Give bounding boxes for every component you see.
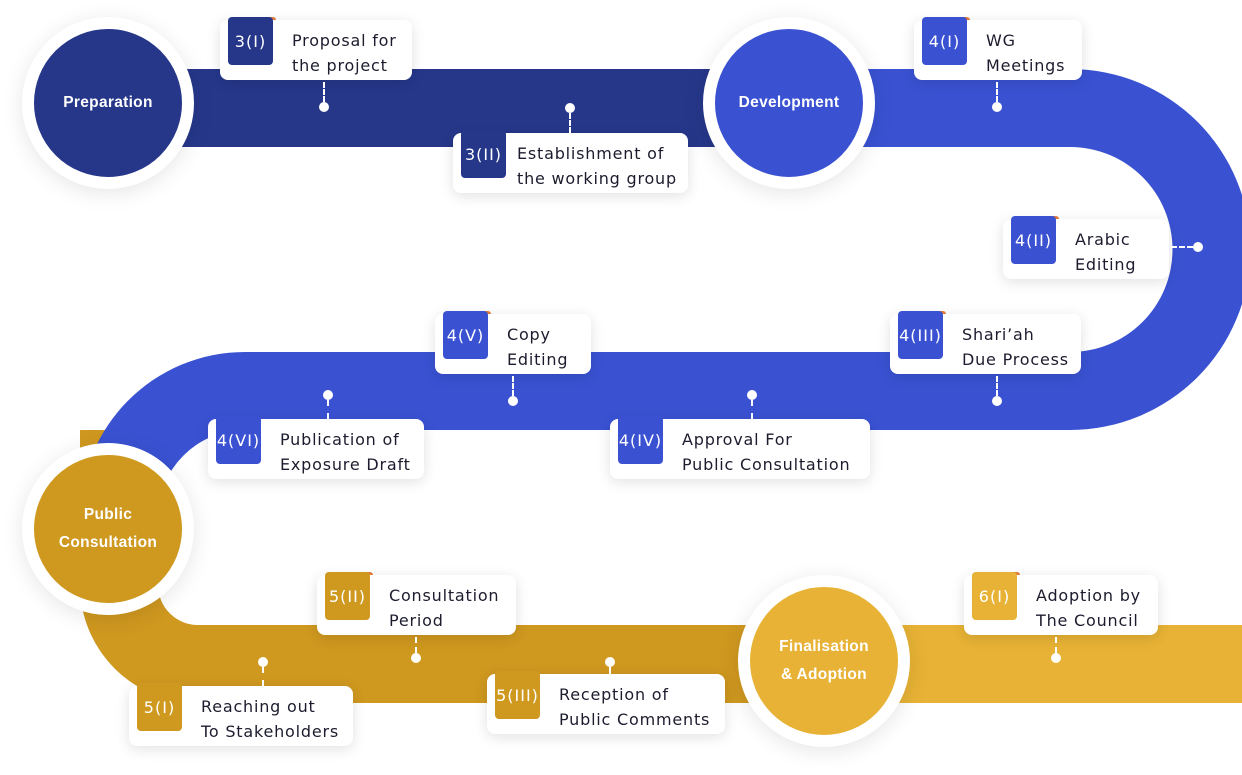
connector-dot [323, 390, 333, 400]
connector-dot [1051, 653, 1061, 663]
stage-finalisation-label: Finalisation & Adoption [779, 638, 869, 683]
stage-development: Development [703, 17, 875, 189]
step-code-badge: 6(I) [972, 572, 1020, 620]
connector-line [996, 82, 998, 102]
stage-development-label: Development [738, 94, 840, 111]
connector-line [1055, 637, 1057, 653]
connector-line [1171, 246, 1193, 248]
connector-line [609, 667, 611, 674]
connector-line [262, 667, 264, 686]
connector-dot [1193, 242, 1203, 252]
connector-dot [565, 103, 575, 113]
connector-line [323, 82, 325, 102]
road-segment-preparation [100, 69, 790, 147]
connector-dot [508, 396, 518, 406]
step-code-badge: 5(III) [495, 671, 543, 719]
step-code-badge: 4(I) [922, 17, 970, 65]
step-code-badge: 5(I) [137, 683, 185, 731]
connector-line [751, 400, 753, 419]
connector-line [415, 637, 417, 653]
stage-public-consultation: Public Consultation [22, 443, 194, 615]
connector-line [569, 113, 571, 133]
step-code-badge: 3(II) [461, 130, 509, 178]
connector-dot [258, 657, 268, 667]
connector-dot [605, 657, 615, 667]
road-segment-development-upper [780, 69, 1242, 430]
connector-dot [992, 102, 1002, 112]
step-code-badge: 5(II) [325, 572, 373, 620]
step-code-badge: 3(I) [228, 17, 276, 65]
step-code-badge: 4(II) [1011, 216, 1059, 264]
step-code-badge: 4(V) [443, 311, 491, 359]
connector-line [512, 376, 514, 396]
stage-finalisation: Finalisation & Adoption [738, 575, 910, 747]
stage-public-consultation-label: Public Consultation [58, 506, 158, 551]
stage-preparation-label: Preparation [63, 94, 153, 111]
connector-dot [319, 102, 329, 112]
road-segment-public-consultation [80, 430, 830, 703]
stage-preparation: Preparation [22, 17, 194, 189]
connector-dot [411, 653, 421, 663]
connector-line [327, 400, 329, 419]
step-code-badge: 4(III) [898, 311, 946, 359]
connector-dot [747, 390, 757, 400]
step-code-badge: 4(VI) [216, 416, 264, 464]
step-code-badge: 4(IV) [618, 416, 666, 464]
connector-dot [992, 396, 1002, 406]
connector-line [996, 376, 998, 396]
